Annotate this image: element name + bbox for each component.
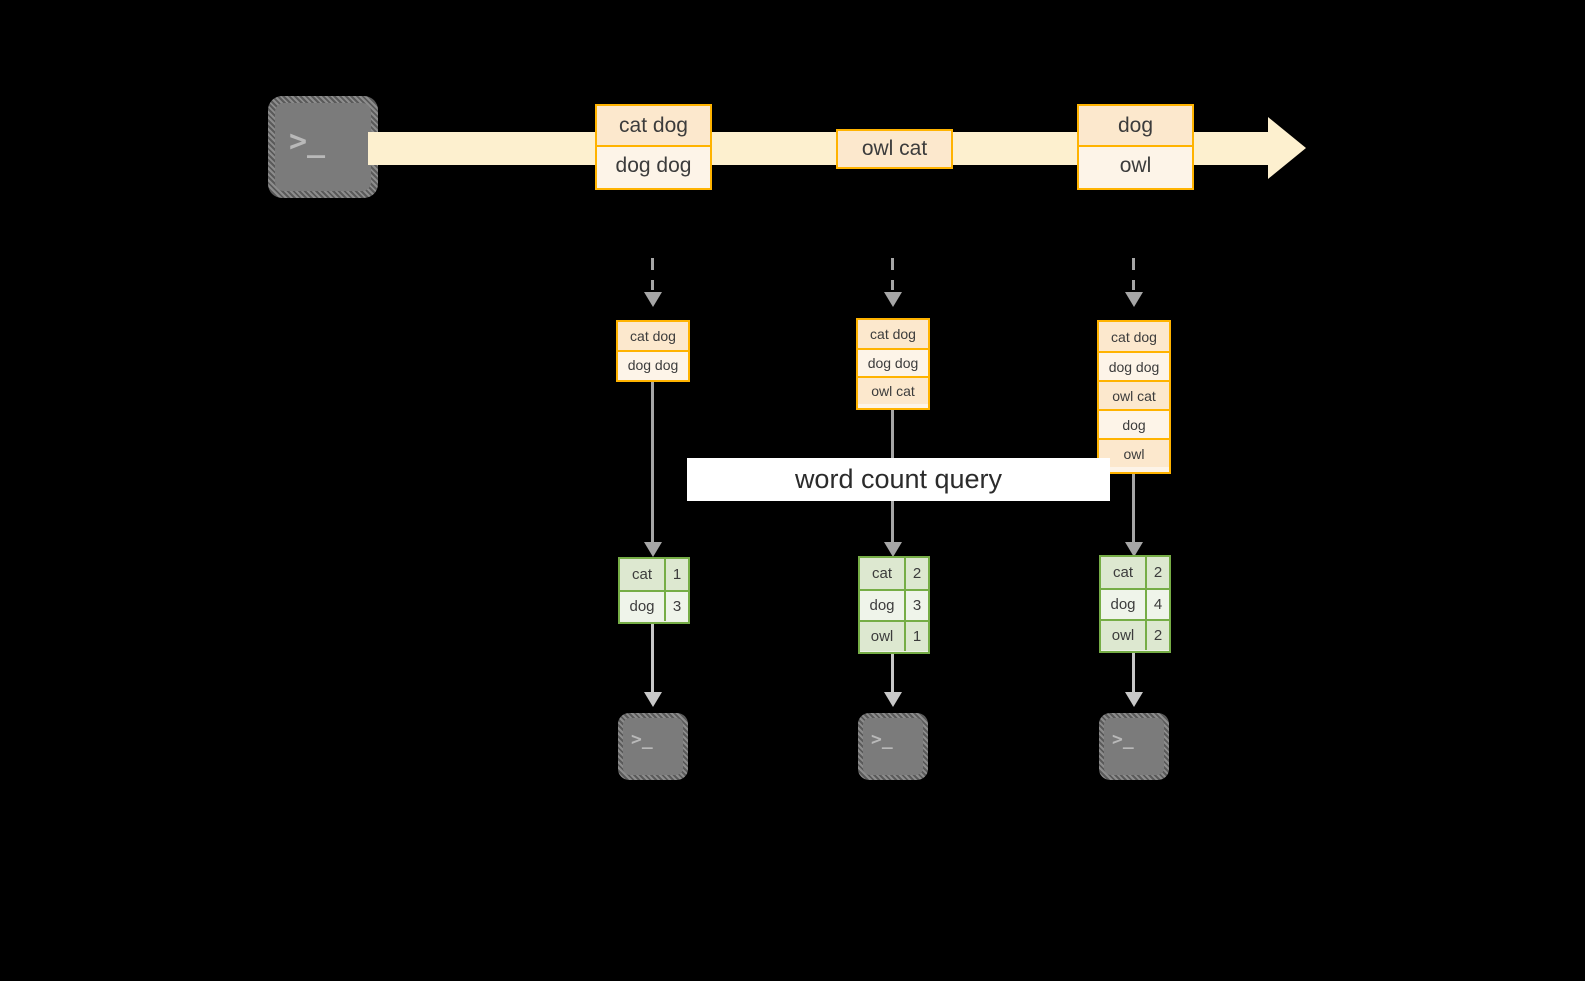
buffer-row: cat dog (1099, 322, 1169, 351)
result-row: owl 2 (1101, 619, 1169, 650)
terminal-prompt-glyph: >_ (289, 124, 326, 159)
result-row: dog 3 (860, 589, 928, 620)
sink-connector-3 (1132, 653, 1135, 698)
result-count: 1 (906, 622, 928, 651)
result-word: cat (860, 558, 906, 589)
buffer-row: cat dog (618, 322, 688, 350)
sink-terminal-icon-2: >_ (858, 713, 928, 780)
terminal-prompt-glyph: >_ (1112, 729, 1134, 750)
result-count: 2 (1147, 557, 1169, 588)
result-row: cat 2 (860, 558, 928, 589)
buffer-row: owl cat (858, 376, 928, 404)
stream-tap-dashed-2 (891, 258, 894, 290)
terminal-screen: >_ (623, 718, 683, 775)
result-word: dog (620, 592, 666, 621)
stream-tap-arrowhead-2 (884, 292, 902, 307)
result-word: cat (1101, 557, 1147, 588)
buffer-row: cat dog (858, 320, 928, 348)
stream-tap-arrowhead-1 (644, 292, 662, 307)
result-table-1: cat 1 dog 3 (618, 557, 690, 624)
result-table-2: cat 2 dog 3 owl 1 (858, 556, 930, 654)
result-row: cat 2 (1101, 557, 1169, 588)
result-row: cat 1 (620, 559, 688, 590)
event-stream-arrowhead (1268, 117, 1306, 179)
result-count: 2 (906, 558, 928, 589)
result-count: 3 (666, 592, 688, 621)
stream-event: owl cat (838, 131, 951, 167)
buffer-row: owl (1099, 438, 1169, 467)
buffer-row: dog dog (1099, 351, 1169, 380)
result-count: 1 (666, 559, 688, 590)
query-connector-arrowhead-3 (1125, 542, 1143, 557)
query-connector-arrowhead-1 (644, 542, 662, 557)
buffer-row: dog (1099, 409, 1169, 438)
terminal-screen: >_ (863, 718, 923, 775)
sink-connector-2 (891, 654, 894, 698)
result-word: owl (860, 622, 906, 651)
sink-connector-arrowhead-1 (644, 692, 662, 707)
result-count: 4 (1147, 590, 1169, 619)
query-connector-1 (651, 382, 654, 550)
stream-group-1: cat dog dog dog (595, 104, 712, 190)
result-row: dog 3 (620, 590, 688, 621)
result-row: dog 4 (1101, 588, 1169, 619)
stream-event: dog dog (597, 145, 710, 184)
stream-group-2: owl cat (836, 129, 953, 169)
terminal-screen: >_ (1104, 718, 1164, 775)
result-word: dog (860, 591, 906, 620)
result-count: 2 (1147, 621, 1169, 650)
result-word: dog (1101, 590, 1147, 619)
terminal-prompt-glyph: >_ (631, 729, 653, 750)
buffer-row: dog dog (618, 350, 688, 378)
sink-terminal-icon-3: >_ (1099, 713, 1169, 780)
query-connector-3 (1132, 474, 1135, 550)
buffer-1: cat dog dog dog (616, 320, 690, 382)
stream-event: owl (1079, 145, 1192, 184)
sink-connector-1 (651, 624, 654, 698)
result-row: owl 1 (860, 620, 928, 651)
source-terminal-icon: >_ (268, 96, 378, 198)
result-word: cat (620, 559, 666, 590)
stream-event: cat dog (597, 106, 710, 145)
sink-connector-arrowhead-2 (884, 692, 902, 707)
buffer-2: cat dog dog dog owl cat (856, 318, 930, 410)
result-count: 3 (906, 591, 928, 620)
stream-tap-dashed-3 (1132, 258, 1135, 290)
terminal-prompt-glyph: >_ (871, 729, 893, 750)
query-connector-arrowhead-2 (884, 542, 902, 557)
query-label: word count query (794, 464, 1003, 494)
stream-tap-arrowhead-3 (1125, 292, 1143, 307)
buffer-row: owl cat (1099, 380, 1169, 409)
result-word: owl (1101, 621, 1147, 650)
terminal-screen: >_ (275, 103, 371, 191)
stream-group-3: dog owl (1077, 104, 1194, 190)
stream-event: dog (1079, 106, 1192, 145)
query-banner: word count query (687, 458, 1110, 501)
result-table-3: cat 2 dog 4 owl 2 (1099, 555, 1171, 653)
buffer-row: dog dog (858, 348, 928, 376)
sink-terminal-icon-1: >_ (618, 713, 688, 780)
sink-connector-arrowhead-3 (1125, 692, 1143, 707)
stream-tap-dashed-1 (651, 258, 654, 290)
buffer-3: cat dog dog dog owl cat dog owl (1097, 320, 1171, 474)
